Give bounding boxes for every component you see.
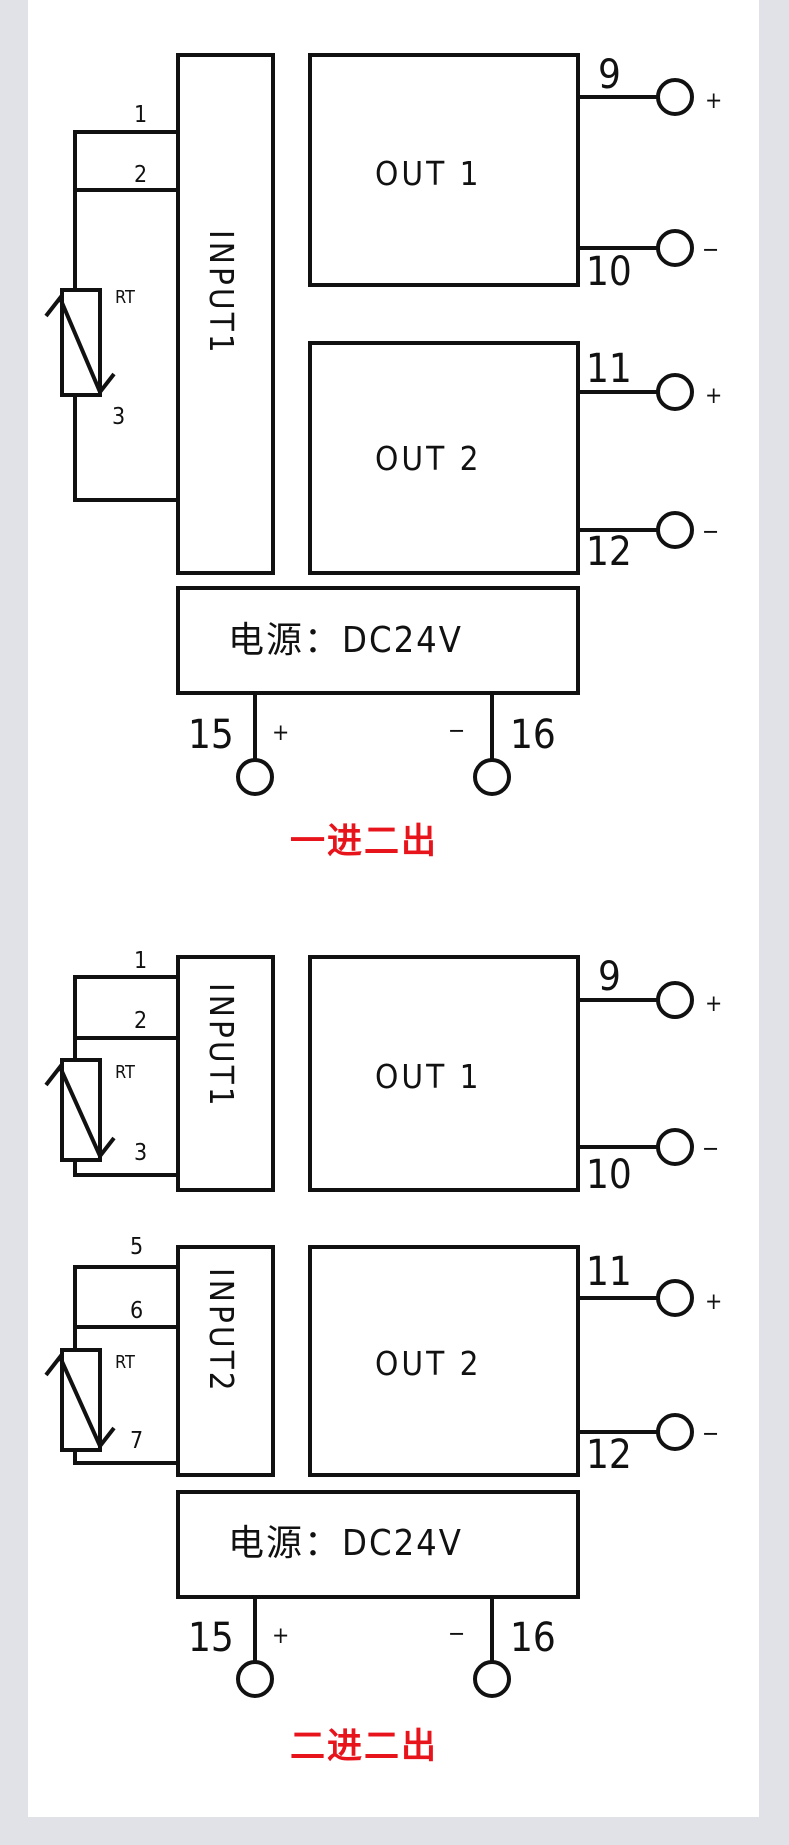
terminal-15 xyxy=(236,1660,274,1698)
sensor1-label: RT xyxy=(115,1062,135,1083)
input1-block xyxy=(176,955,275,1192)
pin3-label: 3 xyxy=(134,1140,147,1166)
input1-block xyxy=(176,53,275,575)
caption-one-in-two-out: 一进二出 xyxy=(290,822,438,862)
out2-label: OUT 2 xyxy=(375,439,482,478)
out2-label: OUT 2 xyxy=(375,1344,482,1383)
terminal-11 xyxy=(656,1279,694,1317)
pin16-label: 16 xyxy=(510,712,556,758)
terminal-12 xyxy=(656,511,694,549)
pin9-label: 9 xyxy=(598,52,621,98)
pin15-label: 15 xyxy=(188,712,234,758)
pin12-label: 12 xyxy=(586,529,632,575)
diagram-two-input-two-output: INPUT1 INPUT2 OUT 1 OUT 2 电源：DC24V RT 1 … xyxy=(44,948,722,1767)
pin10-label: 10 xyxy=(586,249,632,295)
rtd-sensor-slash xyxy=(44,294,116,396)
out2-plus: + xyxy=(705,1289,722,1315)
out1-block xyxy=(308,53,580,287)
out1-plus: + xyxy=(705,88,722,114)
terminal-9 xyxy=(656,981,694,1019)
power-minus: − xyxy=(448,1621,465,1647)
power-plus: + xyxy=(272,1623,289,1649)
pin15-label: 15 xyxy=(188,1615,234,1661)
power-block xyxy=(176,586,580,695)
out2-minus: − xyxy=(702,519,719,545)
input2-block xyxy=(176,1245,275,1477)
input1-label: INPUT1 xyxy=(202,983,241,1109)
out2-plus: + xyxy=(705,383,722,409)
pin6-label: 6 xyxy=(130,1298,143,1324)
input1-label: INPUT1 xyxy=(202,230,241,356)
out2-block xyxy=(308,341,580,575)
pin2-label: 2 xyxy=(134,1008,147,1034)
out1-minus: − xyxy=(702,237,719,263)
pin9-label: 9 xyxy=(598,954,621,1000)
terminal-16 xyxy=(473,1660,511,1698)
terminal-12 xyxy=(656,1413,694,1451)
rtd2-sensor-slash xyxy=(44,1353,116,1450)
out2-block xyxy=(308,1245,580,1477)
out1-plus: + xyxy=(705,991,722,1017)
terminal-10 xyxy=(656,229,694,267)
pin3-label: 3 xyxy=(112,404,125,430)
diagram-panel xyxy=(28,0,759,1817)
terminal-16 xyxy=(473,758,511,796)
terminal-11 xyxy=(656,373,694,411)
out2-minus: − xyxy=(702,1421,719,1447)
power-plus: + xyxy=(272,720,289,746)
pin10-label: 10 xyxy=(586,1152,632,1198)
pin2-label: 2 xyxy=(134,162,147,188)
out1-label: OUT 1 xyxy=(375,154,482,193)
rtd1-sensor-slash xyxy=(44,1063,116,1160)
input2-label: INPUT2 xyxy=(202,1268,241,1394)
out1-block xyxy=(308,955,580,1192)
pin11-label: 11 xyxy=(586,346,632,392)
sensor2-label: RT xyxy=(115,1352,135,1373)
terminal-9 xyxy=(656,78,694,116)
pin1-label: 1 xyxy=(134,102,147,128)
terminal-10 xyxy=(656,1128,694,1166)
diagram-one-input-two-output: INPUT1 OUT 1 OUT 2 电源：DC24V RT 1 2 3 + 9 xyxy=(44,52,722,862)
pin5-label: 5 xyxy=(130,1234,143,1260)
power-label: 电源：DC24V xyxy=(228,620,463,661)
pin7-label: 7 xyxy=(130,1428,143,1454)
power-label: 电源：DC24V xyxy=(228,1523,463,1564)
pin16-label: 16 xyxy=(510,1615,556,1661)
pin1-label: 1 xyxy=(134,948,147,974)
out1-label: OUT 1 xyxy=(375,1057,482,1096)
caption-two-in-two-out: 二进二出 xyxy=(290,1727,438,1767)
pin11-label: 11 xyxy=(586,1249,632,1295)
pin12-label: 12 xyxy=(586,1432,632,1478)
power-minus: − xyxy=(448,718,465,744)
sensor-label: RT xyxy=(115,287,135,308)
out1-minus: − xyxy=(702,1136,719,1162)
power-block xyxy=(176,1490,580,1599)
terminal-15 xyxy=(236,758,274,796)
